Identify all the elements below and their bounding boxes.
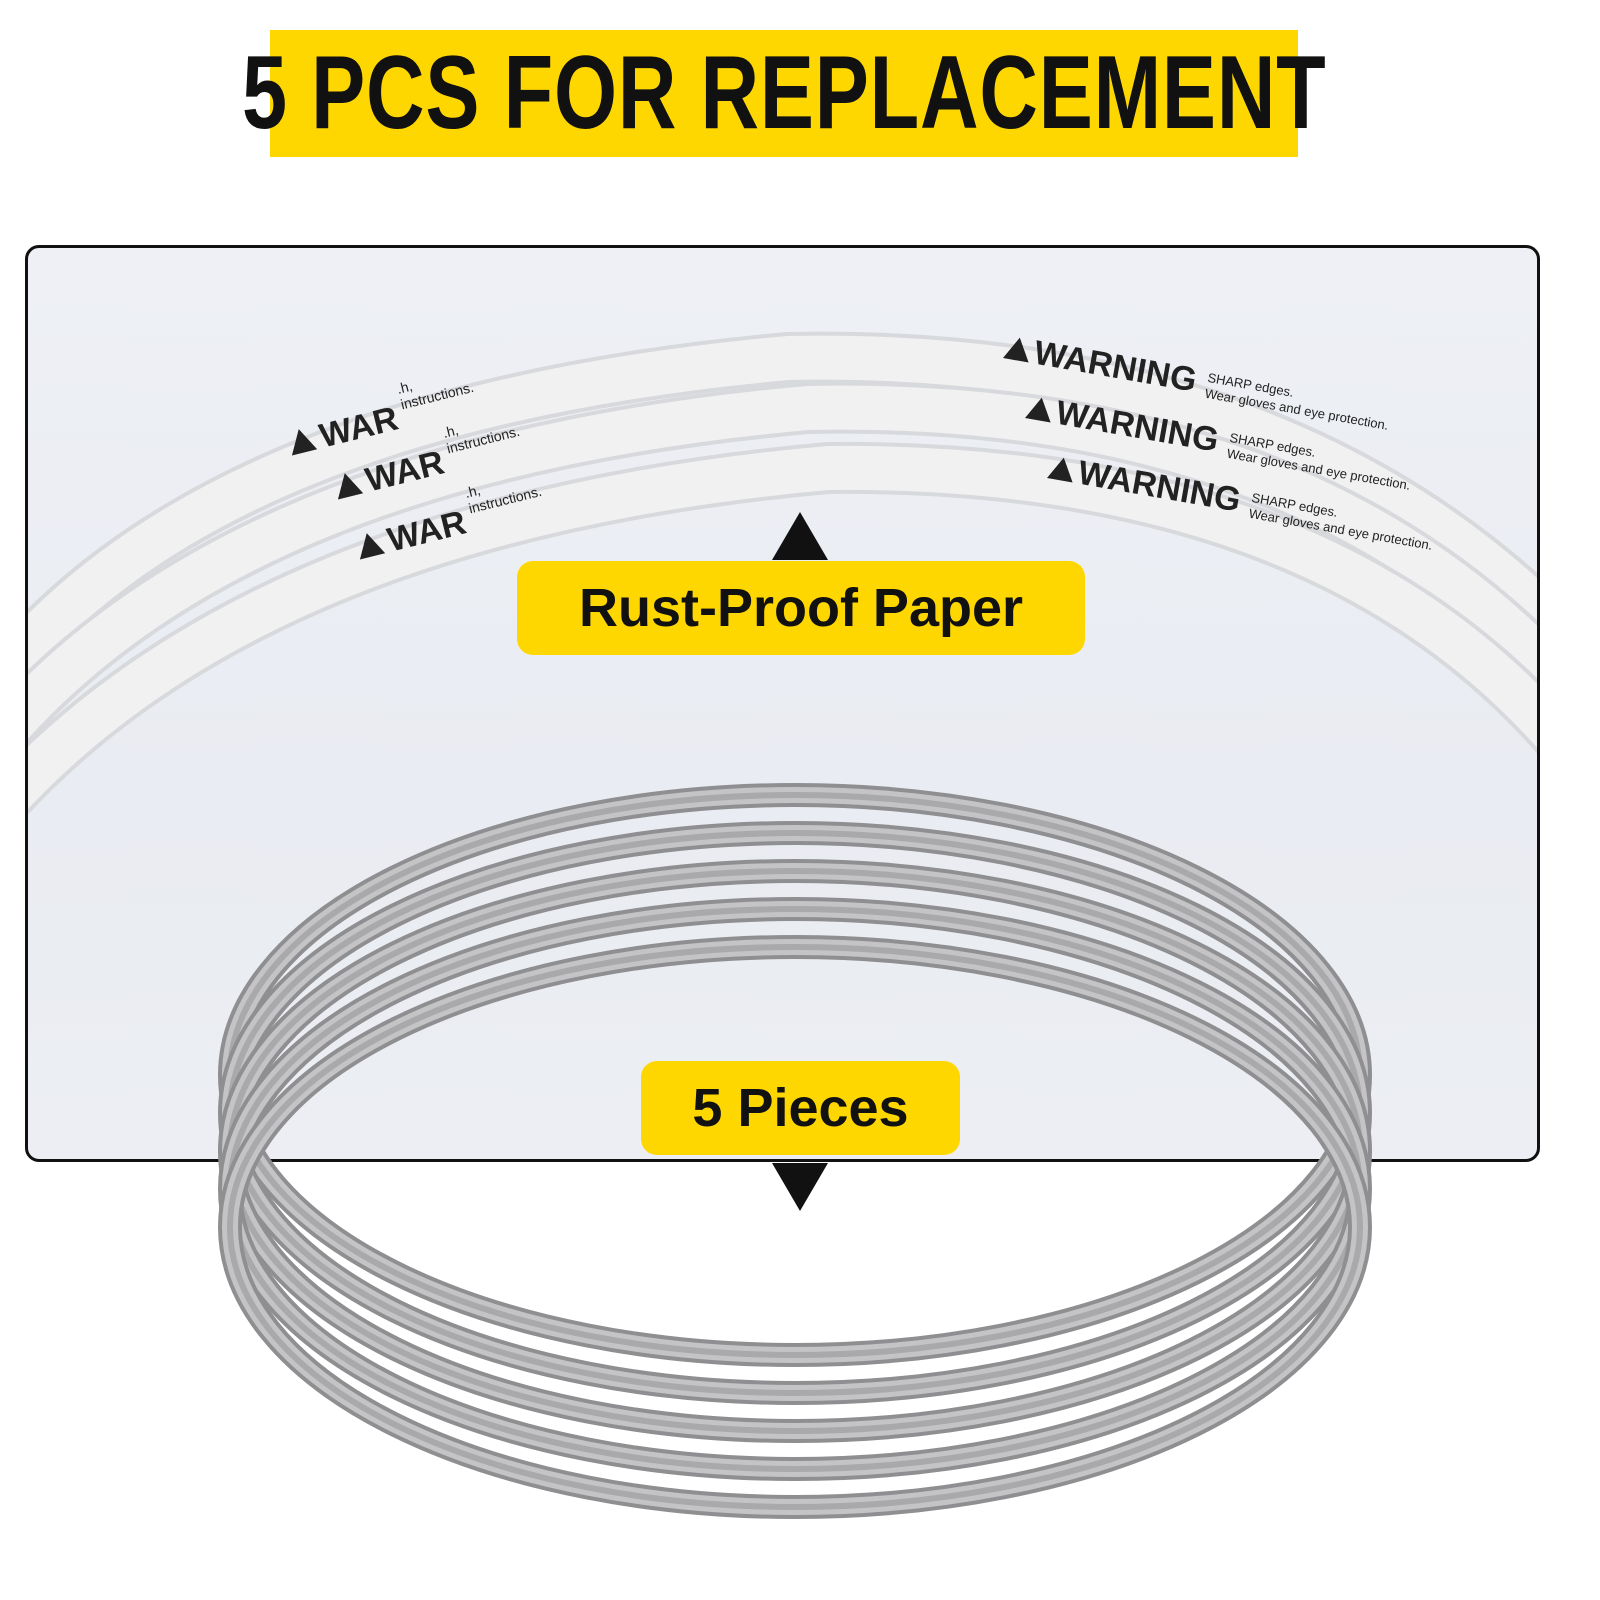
warning-triangle-icon bbox=[359, 533, 386, 560]
warning-triangle-icon bbox=[337, 473, 364, 500]
warning-triangle-icon bbox=[1025, 397, 1051, 423]
five-pieces-label: 5 Pieces bbox=[641, 1061, 960, 1155]
warning-triangle-icon bbox=[291, 429, 318, 456]
blade-ring bbox=[227, 944, 1363, 1510]
arrow-up-icon bbox=[772, 512, 828, 560]
banner-title: 5 PCS FOR REPLACEMENT bbox=[241, 35, 1327, 151]
title-banner: 5 PCS FOR REPLACEMENT bbox=[242, 30, 1326, 157]
rust-proof-paper-label: Rust-Proof Paper bbox=[517, 561, 1085, 655]
warning-triangle-icon bbox=[1047, 457, 1073, 483]
wrap-label-instr-a: .h, bbox=[463, 482, 482, 501]
wrap-label-instr-a: .h, bbox=[441, 422, 460, 441]
arrow-down-icon bbox=[772, 1163, 828, 1211]
wrap-label-instr-a: .h, bbox=[395, 378, 414, 397]
wrapped-blades: WAR .h, instructions. WAR .h, instructio… bbox=[28, 331, 1537, 815]
warning-triangle-icon bbox=[1003, 337, 1029, 363]
